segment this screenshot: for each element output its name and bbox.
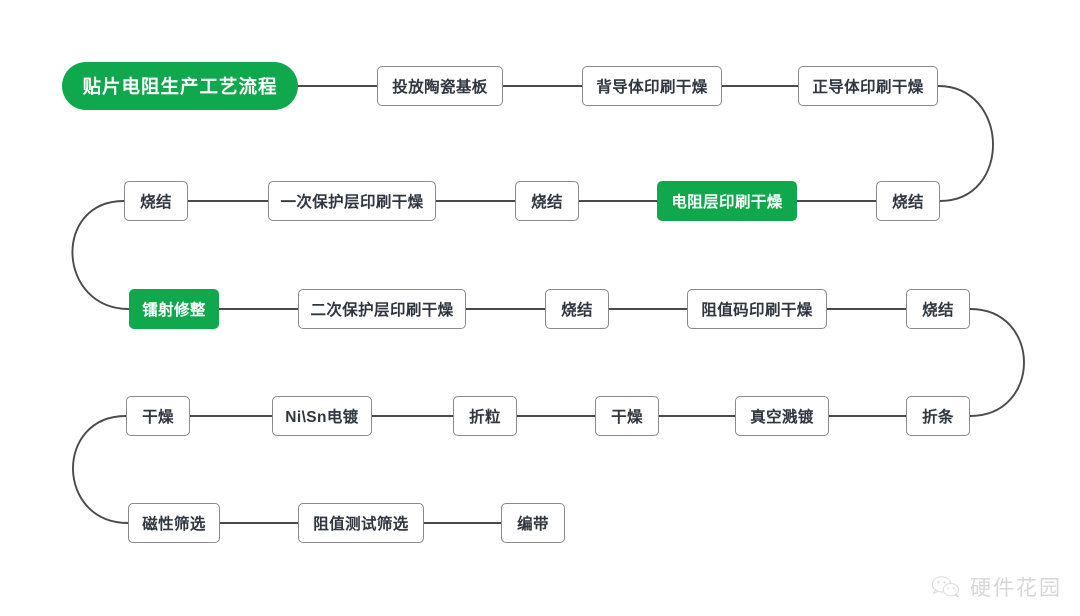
flow-node-label: 磁性筛选 — [142, 516, 206, 533]
flow-node[interactable]: 投放陶瓷基板 — [377, 66, 503, 106]
flow-node[interactable]: 电阻层印刷干燥 — [657, 181, 797, 221]
flow-node[interactable]: 烧结 — [876, 181, 940, 221]
flow-node[interactable]: 干燥 — [595, 396, 659, 436]
watermark-label: 硬件花园 — [970, 577, 1062, 600]
flow-node[interactable]: 折粒 — [453, 396, 517, 436]
watermark: 硬件花园 — [931, 572, 1062, 602]
flow-node[interactable]: 二次保护层印刷干燥 — [298, 289, 466, 329]
flow-node-label: 编带 — [517, 516, 549, 533]
flow-node[interactable]: 磁性筛选 — [128, 503, 220, 543]
flow-node[interactable]: 阻值测试筛选 — [298, 503, 424, 543]
flow-edge — [71, 200, 130, 310]
flow-node-label: 折条 — [922, 409, 954, 426]
flow-node[interactable]: 折条 — [906, 396, 970, 436]
flow-node[interactable]: 真空溅镀 — [735, 396, 829, 436]
flow-node[interactable]: 编带 — [501, 503, 565, 543]
flow-node-label: 干燥 — [611, 409, 643, 426]
flow-node-label: 背导体印刷干燥 — [596, 79, 708, 96]
flow-node-label: 烧结 — [922, 302, 954, 319]
flow-edge — [937, 85, 994, 202]
flow-node-label: 二次保护层印刷干燥 — [310, 302, 454, 319]
flow-node-start[interactable]: 贴片电阻生产工艺流程 — [62, 62, 298, 110]
flow-node[interactable]: 烧结 — [124, 181, 188, 221]
flow-node-label: 烧结 — [140, 194, 172, 211]
flow-node-label: 镭射修整 — [142, 302, 206, 319]
flow-node-label: 烧结 — [892, 194, 924, 211]
flow-node-label: 烧结 — [531, 194, 563, 211]
flow-node[interactable]: 一次保护层印刷干燥 — [268, 181, 436, 221]
flow-node-label: 贴片电阻生产工艺流程 — [82, 76, 278, 97]
flow-node[interactable]: 烧结 — [545, 289, 609, 329]
flow-node-label: 电阻层印刷干燥 — [671, 194, 783, 211]
flow-node[interactable]: 干燥 — [126, 396, 190, 436]
flow-node-label: 阻值测试筛选 — [313, 516, 409, 533]
flow-node-label: 正导体印刷干燥 — [812, 79, 924, 96]
flow-node[interactable]: 烧结 — [515, 181, 579, 221]
wechat-icon — [931, 576, 960, 598]
flow-node[interactable]: 背导体印刷干燥 — [582, 66, 722, 106]
flow-node[interactable]: 烧结 — [906, 289, 970, 329]
flow-node-label: 一次保护层印刷干燥 — [280, 194, 424, 211]
flow-node[interactable]: 正导体印刷干燥 — [798, 66, 938, 106]
flow-node-label: 阻值码印刷干燥 — [701, 302, 813, 319]
flow-node-label: 烧结 — [561, 302, 593, 319]
flow-node-label: Ni\Sn电镀 — [285, 409, 359, 426]
flow-node[interactable]: 镭射修整 — [129, 289, 219, 329]
flow-node-label: 折粒 — [469, 409, 501, 426]
flow-node[interactable]: Ni\Sn电镀 — [272, 396, 372, 436]
flow-node-label: 真空溅镀 — [750, 409, 814, 426]
flow-node[interactable]: 阻值码印刷干燥 — [687, 289, 827, 329]
flow-node-label: 投放陶瓷基板 — [392, 79, 488, 96]
flow-edge — [969, 308, 1025, 417]
flow-node-label: 干燥 — [142, 409, 174, 426]
flow-edge — [72, 415, 129, 524]
